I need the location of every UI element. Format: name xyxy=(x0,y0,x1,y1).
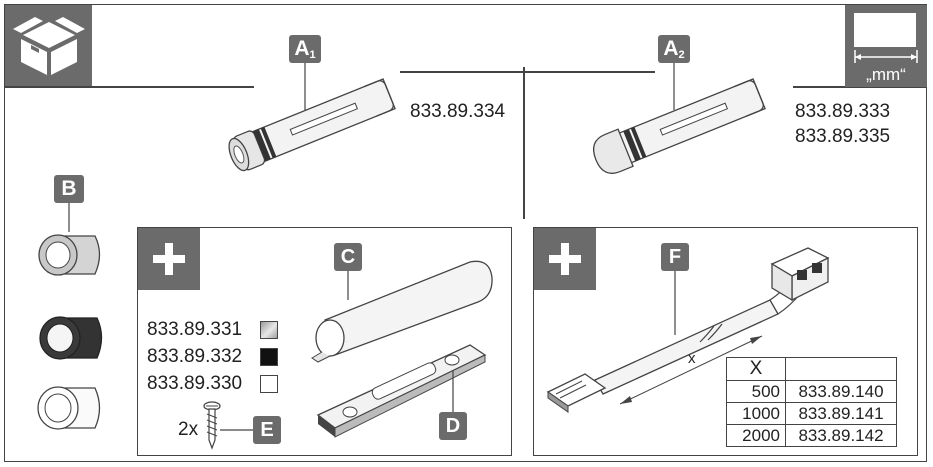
sleeves-b-drawing xyxy=(37,203,103,430)
swatch-silver-icon xyxy=(260,321,278,339)
mounting-plate-d-icon xyxy=(316,344,487,438)
box-package-icon xyxy=(13,17,85,75)
sleeve-grey-icon xyxy=(38,234,101,276)
plus-icon xyxy=(534,228,596,290)
tag-c: C xyxy=(334,243,362,271)
table-header-row: X xyxy=(726,357,897,381)
screw-quantity: 2x xyxy=(178,419,199,440)
code-a2-2: 833.89.335 xyxy=(795,126,891,147)
center-divider xyxy=(523,67,525,219)
connector-left-icon xyxy=(546,373,607,413)
table-cell-code: 833.89.142 xyxy=(785,424,897,447)
table-cell-code: 833.89.140 xyxy=(785,380,897,403)
dimension-arrow-icon xyxy=(854,50,918,63)
table-row: 1000 833.89.141 xyxy=(726,402,897,425)
dimension-rectangle-icon xyxy=(854,13,916,47)
unit-icon-box: „mm“ xyxy=(845,5,927,87)
tag-e: E xyxy=(253,416,281,444)
sheet-frame xyxy=(4,4,927,462)
accessory-panel-left xyxy=(137,227,512,456)
dimension-x-arrow-icon xyxy=(619,335,763,405)
sleeve-white-icon xyxy=(37,386,101,430)
swatch-white-icon xyxy=(260,375,278,393)
color-code-2: 833.89.332 xyxy=(147,346,243,367)
tag-f: F xyxy=(661,243,689,271)
tag-b: B xyxy=(54,175,84,203)
housing-c-icon xyxy=(311,260,493,363)
table-header-x: X xyxy=(726,357,786,381)
tag-a1: A1 xyxy=(289,35,321,63)
code-a2-1: 833.89.333 xyxy=(795,101,891,122)
tag-d: D xyxy=(439,412,467,440)
table-cell-code: 833.89.141 xyxy=(785,402,897,425)
damper-a2-drawing xyxy=(593,63,766,174)
header-line-under-icon xyxy=(5,86,92,88)
table-header-code xyxy=(785,357,897,381)
table-cell-length: 2000 xyxy=(726,424,786,447)
table-row: 2000 833.89.142 xyxy=(726,424,897,447)
header-line-mid xyxy=(400,71,655,73)
header-line-left xyxy=(92,86,254,88)
table-cell-length: 500 xyxy=(726,380,786,403)
tag-a2: A2 xyxy=(658,35,690,63)
table-row: 500 833.89.140 xyxy=(726,380,897,403)
length-table: X 500 833.89.140 1000 833.89.141 2000 83… xyxy=(726,357,897,447)
plus-icon xyxy=(138,228,200,290)
sleeve-black-icon xyxy=(39,316,103,360)
color-code-3: 833.89.330 xyxy=(147,373,243,394)
connector-right-icon xyxy=(770,247,830,302)
damper-a1-drawing xyxy=(228,63,396,172)
unit-label: „mm“ xyxy=(866,65,906,84)
dimension-x-label: x xyxy=(688,350,696,367)
color-code-1: 833.89.331 xyxy=(147,319,243,340)
package-icon-box xyxy=(5,5,92,87)
accessory-panel-right xyxy=(533,227,918,456)
table-cell-length: 1000 xyxy=(726,402,786,425)
screw-e-icon xyxy=(203,401,221,450)
swatch-black-icon xyxy=(260,348,278,366)
code-a1: 833.89.334 xyxy=(410,101,506,122)
